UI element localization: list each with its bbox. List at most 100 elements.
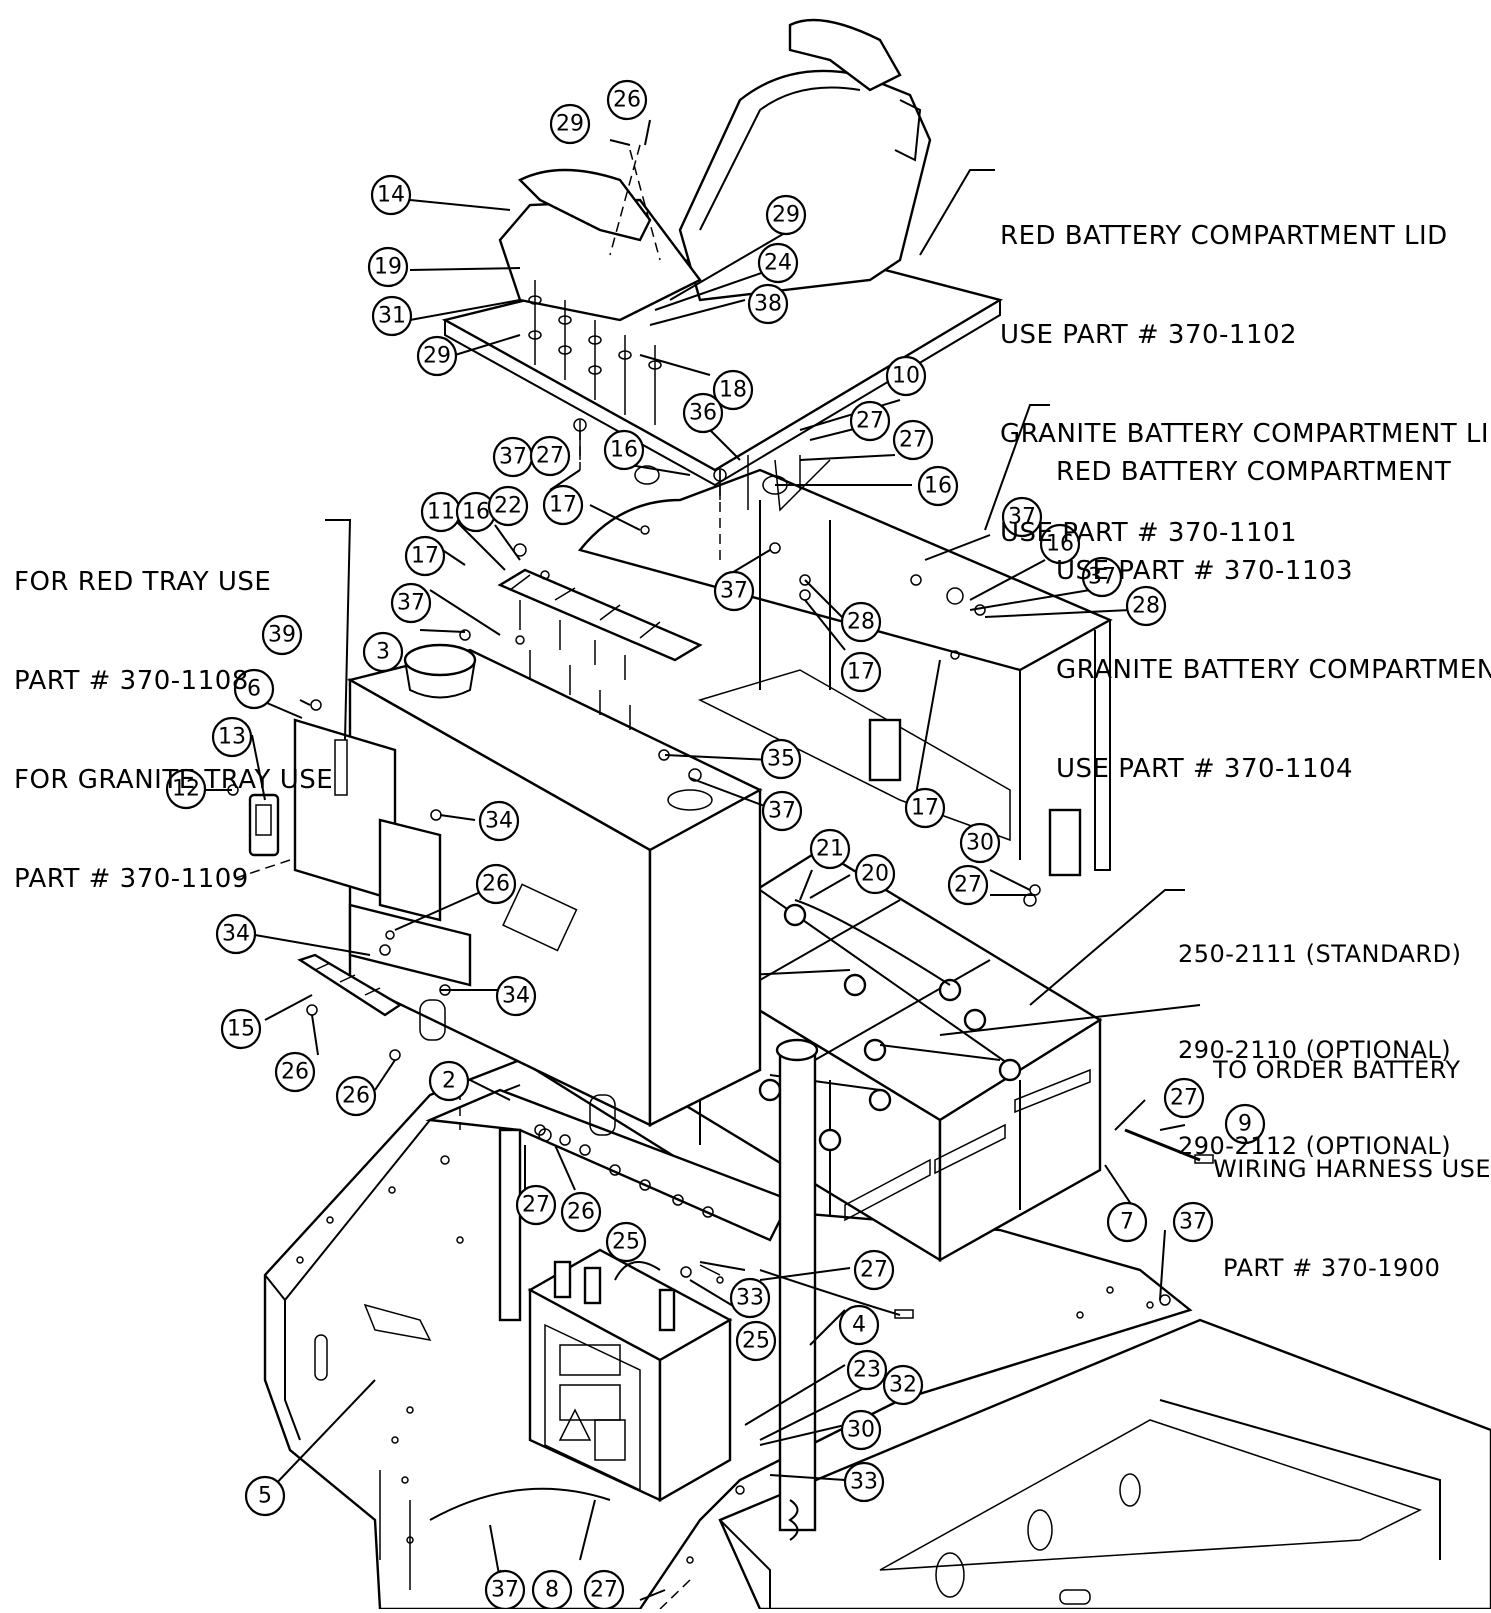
callout-label: 27	[856, 409, 884, 434]
callout-label: 25	[612, 1230, 640, 1255]
callout-circle	[606, 79, 648, 121]
callout-label: 37	[1179, 1210, 1207, 1235]
callout-label: 37	[499, 445, 527, 470]
callout-37: 37	[484, 1569, 526, 1611]
callout-circle	[404, 535, 446, 577]
callout-circle	[165, 768, 207, 810]
callout-label: 25	[742, 1329, 770, 1354]
note-line: WIRING HARNESS USE	[1213, 1155, 1491, 1183]
callout-label: 26	[342, 1084, 370, 1109]
callout-30: 30	[840, 1409, 882, 1451]
note-line: GRANITE BATTERY COMPARTMENT	[1056, 655, 1491, 685]
callout-circle	[542, 484, 584, 526]
callout-label: 2	[442, 1069, 456, 1094]
callout-28: 28	[1125, 585, 1167, 627]
callout-26: 26	[475, 863, 517, 905]
note-line: PART # 370-1900	[1223, 1254, 1441, 1282]
callout-label: 12	[172, 777, 200, 802]
note-line: USE PART # 370-1103	[1056, 556, 1354, 586]
callout-circle	[603, 429, 645, 471]
callout-26: 26	[606, 79, 648, 121]
callout-circle	[244, 1475, 286, 1517]
callout-label: 6	[247, 677, 261, 702]
callout-label: 27	[1170, 1086, 1198, 1111]
callout-5: 5	[244, 1475, 286, 1517]
callout-3: 3	[362, 631, 404, 673]
callout-circle	[846, 1349, 888, 1391]
callout-label: 18	[719, 378, 747, 403]
note-line: PART # 370-1108	[14, 666, 249, 696]
callout-circle	[233, 668, 275, 710]
note-line: TO ORDER BATTERY	[1213, 1056, 1461, 1084]
callout-label: 37	[1008, 505, 1036, 530]
note-line: PART # 370-1109	[14, 864, 249, 894]
callout-11: 11	[420, 491, 462, 533]
callout-31: 31	[371, 295, 413, 337]
callout-17: 17	[904, 787, 946, 829]
callout-circle	[560, 1191, 602, 1233]
callout-label: 37	[491, 1578, 519, 1603]
callout-circle	[843, 1461, 885, 1503]
callout-label: 34	[502, 984, 530, 1009]
callout-label: 17	[549, 493, 577, 518]
callout-label: 14	[377, 183, 405, 208]
callout-circle	[892, 419, 934, 461]
callout-circle	[917, 465, 959, 507]
note-compartment: RED BATTERY COMPARTMENT USE PART # 370-1…	[1056, 390, 1491, 819]
callout-10: 10	[885, 355, 927, 397]
callout-8: 8	[531, 1569, 573, 1611]
callout-label: 23	[853, 1358, 881, 1383]
callout-27: 27	[853, 1249, 895, 1291]
callout-label: 17	[847, 660, 875, 685]
alignment-lines	[229, 144, 721, 1610]
callout-label: 33	[850, 1470, 878, 1495]
callout-label: 29	[423, 344, 451, 369]
callout-4: 4	[838, 1304, 880, 1346]
callout-37: 37	[1001, 496, 1043, 538]
callout-6: 6	[233, 668, 275, 710]
callout-27: 27	[1163, 1077, 1205, 1119]
note-line: FOR GRANITE TRAY USE	[14, 765, 334, 795]
note-line: RED BATTERY COMPARTMENT LID	[1000, 221, 1448, 251]
callout-label: 17	[911, 796, 939, 821]
note-line: USE PART # 370-1104	[1056, 754, 1354, 784]
note-line: GRANITE BATTERY COMPARTMENT LID	[1000, 419, 1491, 449]
callout-label: 5	[258, 1484, 272, 1509]
callout-circle	[757, 242, 799, 284]
callout-33: 33	[729, 1277, 771, 1319]
callout-37: 37	[713, 570, 755, 612]
callout-26: 26	[335, 1075, 377, 1117]
callout-32: 32	[882, 1364, 924, 1406]
callout-circle	[729, 1277, 771, 1319]
callout-label: 26	[567, 1200, 595, 1225]
callout-circle	[947, 864, 989, 906]
callout-circle	[261, 614, 303, 656]
callout-label: 27	[954, 873, 982, 898]
callout-circle	[478, 800, 520, 842]
callout-16: 16	[917, 465, 959, 507]
callout-label: 39	[268, 623, 296, 648]
callout-circle	[362, 631, 404, 673]
callout-circle	[371, 295, 413, 337]
callout-label: 37	[397, 591, 425, 616]
callout-circle	[959, 822, 1001, 864]
callout-20: 20	[854, 853, 896, 895]
callout-17: 17	[542, 484, 584, 526]
note-harness: TO ORDER BATTERY WIRING HARNESS USE PART…	[1213, 988, 1491, 1318]
callout-label: 38	[754, 292, 782, 317]
callout-27: 27	[892, 419, 934, 461]
callout-circle	[529, 435, 571, 477]
callout-25: 25	[735, 1320, 777, 1362]
callout-circle	[760, 738, 802, 780]
callout-circle	[211, 716, 253, 758]
note-line: FOR RED TRAY USE	[14, 567, 272, 597]
callout-circle	[495, 975, 537, 1017]
callout-circle	[765, 194, 807, 236]
callout-circle	[335, 1075, 377, 1117]
callout-circle	[1224, 1103, 1266, 1145]
callout-label: 28	[847, 610, 875, 635]
note-tray: FOR RED TRAY USE PART # 370-1108 FOR GRA…	[14, 500, 333, 929]
note-line: USE PART # 370-1102	[1000, 320, 1298, 350]
